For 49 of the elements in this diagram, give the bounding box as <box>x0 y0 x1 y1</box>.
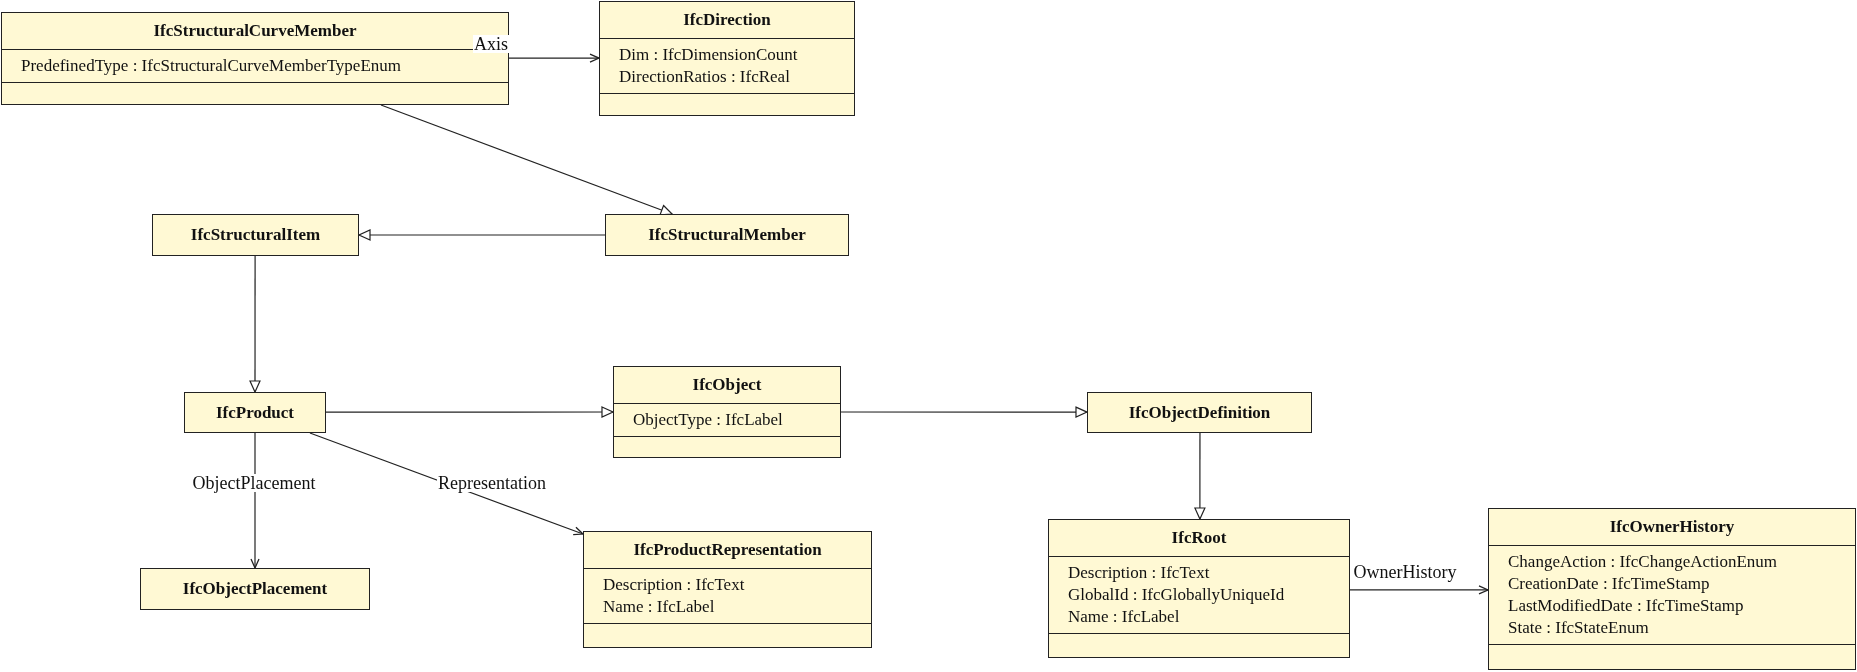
class-name: IfcProduct <box>215 401 295 424</box>
class-box <box>184 392 326 433</box>
class-name: IfcObjectPlacement <box>182 578 328 600</box>
attribute-text: Description : IfcText <box>1068 562 1211 584</box>
edge-label: OwnerHistory <box>1352 563 1458 581</box>
class-box <box>140 568 370 610</box>
inheritance-arrow <box>325 406 614 418</box>
class-name: IfcObject <box>692 374 762 396</box>
attribute-text: ChangeAction : IfcChangeActionEnum <box>1508 551 1779 573</box>
association-arrow <box>250 432 260 569</box>
attribute-text: State : IfcStateEnum <box>1508 617 1650 639</box>
attribute-text: CreationDate : IfcTimeStamp <box>1508 573 1711 595</box>
attribute-text: Name : IfcLabel <box>603 596 716 618</box>
class-name: IfcStructuralItem <box>190 224 321 246</box>
attribute-text: GlobalId : IfcGloballyUniqueId <box>1068 584 1286 606</box>
attribute-text: Name : IfcLabel <box>1068 606 1181 628</box>
attribute-text: Description : IfcText <box>603 574 746 596</box>
inheritance-arrow <box>840 406 1088 418</box>
association-arrow <box>1349 585 1489 595</box>
inheritance-arrow <box>358 229 606 241</box>
edge-label: ObjectPlacement <box>191 474 317 492</box>
class-box <box>583 531 872 648</box>
class-box <box>613 366 841 458</box>
class-name: IfcStructuralCurveMember <box>153 20 357 42</box>
attribute-text: PredefinedType : IfcStructuralCurveMemberTypeEnum <box>21 55 402 77</box>
class-box <box>605 214 849 256</box>
edge-label: Representation <box>437 474 547 492</box>
class-name: IfcStructuralMember <box>648 224 806 246</box>
attribute-text: LastModifiedDate : IfcTimeStamp <box>1508 595 1745 617</box>
class-box <box>599 1 855 116</box>
class-box <box>1488 508 1856 670</box>
class-box <box>152 214 359 256</box>
class-name: IfcDirection <box>683 9 771 31</box>
edge-label: Axis <box>473 35 509 53</box>
class-name: IfcOwnerHistory <box>1609 516 1735 538</box>
attribute-text: ObjectType : IfcLabel <box>633 409 784 431</box>
class-box <box>1087 392 1312 433</box>
class-box <box>1 12 509 105</box>
association-arrow <box>309 432 584 536</box>
inheritance-arrow <box>249 255 261 393</box>
class-name: IfcObjectDefinition <box>1128 401 1271 424</box>
association-arrow <box>508 53 600 63</box>
class-name: IfcRoot <box>1171 527 1227 549</box>
class-box <box>1048 519 1350 658</box>
attribute-text: Dim : IfcDimensionCount <box>619 44 799 66</box>
class-name: IfcProductRepresentation <box>633 539 822 561</box>
attribute-text: DirectionRatios : IfcReal <box>619 66 791 88</box>
inheritance-arrow <box>380 104 673 216</box>
inheritance-arrow <box>1194 432 1206 520</box>
